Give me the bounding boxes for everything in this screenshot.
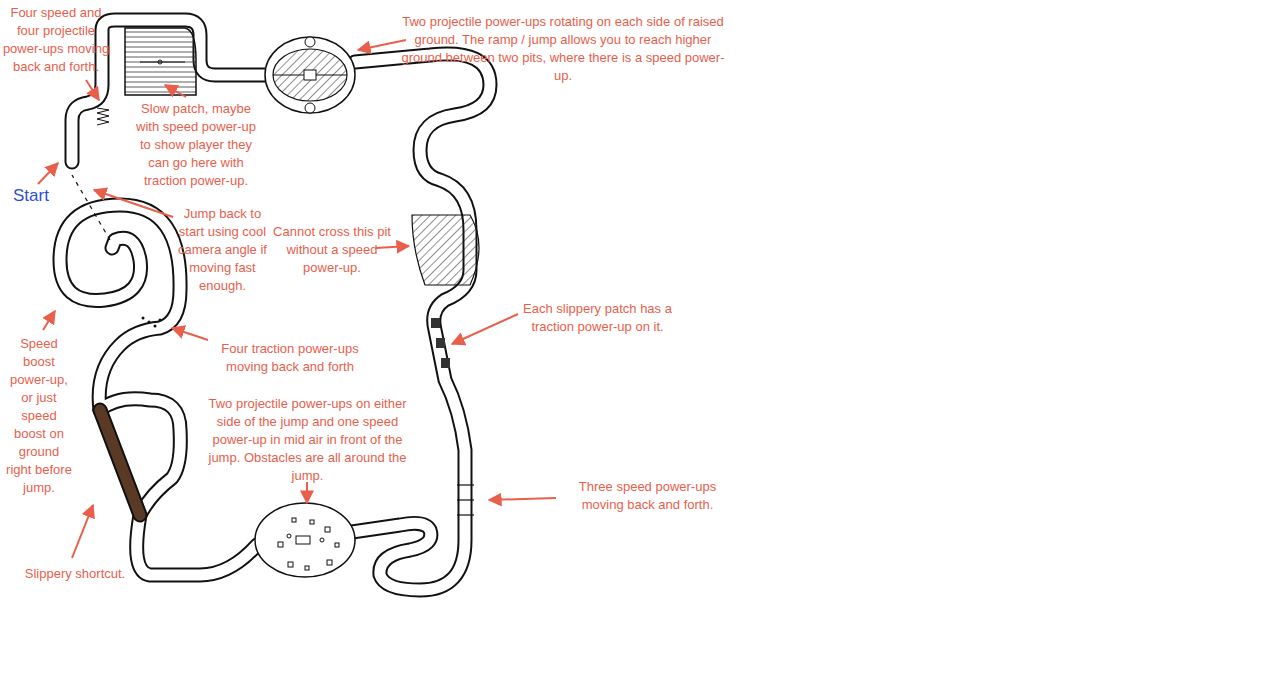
- annotation: Three speed power-ups moving back and fo…: [560, 478, 735, 514]
- annotation: Slippery shortcut.: [15, 565, 135, 583]
- annotation: Four traction power-ups moving back and …: [205, 340, 375, 376]
- annotation: Speed boost power-up, or just speed boos…: [5, 335, 73, 497]
- annotation: Two projectile power-ups rotating on eac…: [398, 13, 728, 85]
- annotation: Four speed and four projectile power-ups…: [2, 4, 110, 76]
- annotation: Cannot cross this pit without a speed po…: [272, 223, 392, 277]
- start-label: Start: [13, 187, 73, 205]
- annotation: Jump back to start using cool camera ang…: [175, 205, 270, 295]
- annotation: Slow patch, maybe with speed power-up to…: [130, 100, 262, 190]
- annotation: Two projectile power-ups on either side …: [205, 395, 410, 485]
- annotation: Each slippery patch has a traction power…: [515, 300, 680, 336]
